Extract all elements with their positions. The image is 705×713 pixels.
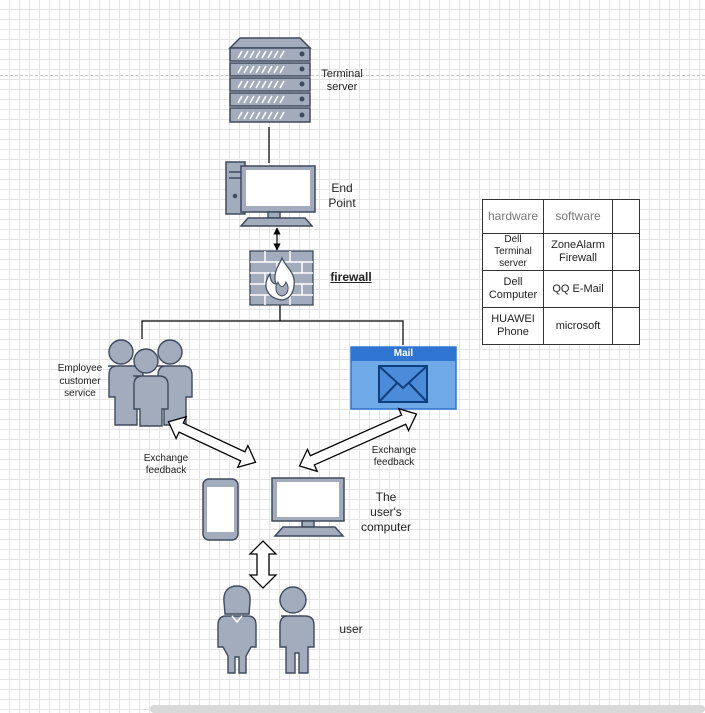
user-male-icon[interactable] bbox=[279, 586, 315, 674]
page-break-line bbox=[0, 75, 705, 76]
employee-group-icon[interactable] bbox=[108, 339, 193, 427]
table-cell[interactable]: ZoneAlarm Firewall bbox=[543, 233, 613, 271]
table-cell[interactable] bbox=[612, 233, 640, 271]
firewall-branch-line[interactable] bbox=[141, 320, 404, 345]
table-cell[interactable]: Dell Computer bbox=[482, 270, 544, 308]
users-computer-label: The user's computer bbox=[360, 490, 412, 534]
horizontal-scrollbar[interactable] bbox=[150, 705, 705, 713]
desktop-computer-icon[interactable] bbox=[225, 161, 316, 227]
vertical-double-arrow[interactable] bbox=[248, 540, 278, 589]
exchange-arrow-right[interactable] bbox=[295, 403, 422, 477]
end-point-label: End Point bbox=[328, 181, 356, 210]
mail-title: Mail bbox=[393, 348, 414, 359]
mobile-phone-icon[interactable] bbox=[202, 478, 239, 541]
firewall-icon[interactable] bbox=[249, 250, 314, 306]
firewall-label[interactable]: firewall bbox=[330, 270, 372, 284]
table-cell[interactable]: Dell Terminal server bbox=[482, 233, 544, 271]
hardware-software-table[interactable]: hardware software Dell Terminal server Z… bbox=[482, 199, 640, 345]
exchange-feedback-left-label: Exchange feedback bbox=[143, 453, 189, 476]
laptop-computer-icon[interactable] bbox=[271, 477, 345, 537]
table-row: HUAWEI Phone microsoft bbox=[482, 307, 640, 345]
table-header-cell[interactable]: hardware bbox=[482, 199, 544, 234]
table-header-row: hardware software bbox=[482, 199, 640, 234]
table-cell[interactable] bbox=[612, 270, 640, 308]
exchange-feedback-right-label: Exchange feedback bbox=[371, 445, 417, 468]
table-header-cell[interactable] bbox=[612, 199, 640, 234]
table-row: Dell Terminal server ZoneAlarm Firewall bbox=[482, 233, 640, 271]
mail-icon[interactable] bbox=[350, 346, 457, 410]
user-label: user bbox=[339, 622, 363, 636]
table-cell[interactable] bbox=[612, 307, 640, 345]
terminal-server-icon[interactable] bbox=[228, 37, 312, 123]
terminal-server-label: Terminal server bbox=[321, 68, 363, 93]
employee-label: Employee customer service bbox=[57, 363, 103, 399]
table-cell[interactable]: QQ E-Mail bbox=[543, 270, 613, 308]
user-female-icon[interactable] bbox=[217, 585, 257, 674]
table-cell[interactable]: HUAWEI Phone bbox=[482, 307, 544, 345]
connectors bbox=[141, 127, 404, 345]
table-row: Dell Computer QQ E-Mail bbox=[482, 270, 640, 308]
table-cell[interactable]: microsoft bbox=[543, 307, 613, 345]
table-header-cell[interactable]: software bbox=[543, 199, 613, 234]
exchange-arrow-left[interactable] bbox=[163, 411, 260, 473]
